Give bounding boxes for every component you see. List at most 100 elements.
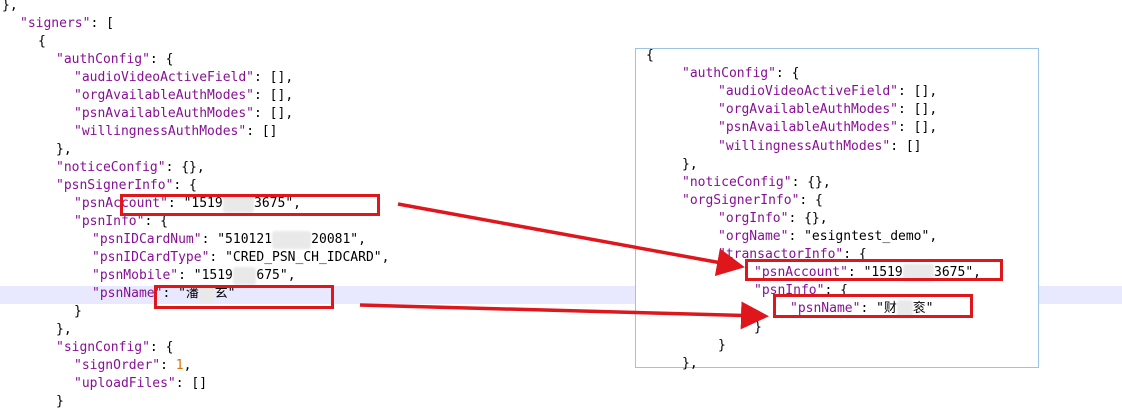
left-token: "CRED_PSN_CH_IDCARD"	[225, 250, 382, 265]
right-token: }	[718, 337, 726, 353]
left-line: "noticeConfig": {},	[56, 159, 205, 177]
left-line: "signers": [	[20, 15, 114, 33]
left-token: "signOrder"	[74, 358, 161, 373]
left-line: },	[56, 141, 72, 159]
right-line: {	[646, 47, 654, 65]
left-token: : [],	[254, 70, 294, 85]
left-token: 3675"	[254, 196, 294, 211]
left-token: "psnMobile"	[92, 268, 179, 283]
right-token: 衮"	[912, 301, 934, 317]
right-token: "authConfig"	[682, 66, 776, 82]
left-token: },	[2, 0, 18, 13]
left-token: }	[74, 304, 82, 319]
right-token: },	[682, 355, 698, 371]
left-line: "psnAvailableAuthModes": [],	[74, 105, 293, 123]
left-line: "uploadFiles": []	[74, 375, 207, 393]
left-token: },	[56, 322, 72, 337]
left-token: :	[167, 196, 184, 211]
left-token: "psnIDCardNum"	[92, 232, 202, 247]
left-token: "510121	[217, 232, 273, 247]
left-token: : {	[144, 214, 168, 229]
left-token: ,	[358, 232, 366, 247]
left-line: "psnInfo": {	[74, 213, 168, 231]
left-token: : []	[246, 124, 278, 139]
right-line: },	[682, 156, 698, 174]
right-line: },	[682, 355, 698, 373]
left-token: : {	[149, 52, 174, 67]
right-token: }	[754, 319, 762, 335]
right-token: "willingnessAuthModes"	[718, 138, 891, 154]
left-line: },	[56, 321, 72, 339]
left-token: "audioVideoActiveField"	[74, 70, 255, 85]
right-token: : {	[843, 247, 867, 263]
left-line: "authConfig": {	[56, 51, 173, 69]
left-token: "orgAvailableAuthModes"	[74, 88, 255, 103]
right-line: }	[718, 337, 726, 355]
right-line: "psnName": "财00衮"	[790, 300, 934, 319]
left-line: "orgAvailableAuthModes": [],	[74, 87, 293, 105]
left-token: :	[162, 286, 179, 301]
right-token: "noticeConfig"	[682, 174, 792, 190]
right-token: : [],	[898, 120, 938, 136]
left-token: },	[56, 142, 72, 157]
right-psnaccount-highlight-box	[745, 259, 1003, 281]
left-line: "signOrder": 1,	[74, 357, 191, 375]
right-token: : {},	[788, 210, 828, 226]
left-line: "signConfig": {	[56, 339, 173, 357]
left-token: 20081"	[311, 232, 359, 247]
right-token: : {	[824, 283, 848, 299]
left-token: "noticeConfig"	[56, 160, 166, 175]
left-line: },	[2, 0, 18, 15]
left-token: : []	[175, 376, 208, 391]
right-token: ,	[929, 229, 938, 244]
left-token: :	[178, 268, 194, 283]
right-line: "authConfig": {	[682, 65, 799, 83]
left-token: 玄"	[214, 286, 236, 301]
right-psnname-highlight-box	[773, 294, 973, 318]
left-token: : [],	[254, 106, 294, 121]
right-line: "willingnessAuthModes": []	[718, 138, 922, 156]
left-token: 0000	[222, 195, 255, 213]
left-token: :	[160, 358, 176, 373]
left-line: "psnIDCardType": "CRED_PSN_CH_IDCARD",	[92, 249, 389, 267]
right-line: "psnAccount": "151900003675",	[754, 264, 981, 283]
left-token: : {	[149, 340, 174, 355]
right-line: "orgName": "esigntest_demo",	[718, 228, 937, 246]
left-line: {	[38, 33, 46, 51]
right-token: : []	[890, 138, 922, 154]
right-token: : {	[799, 192, 823, 208]
right-token: ,	[973, 265, 981, 281]
right-token: "1519	[863, 265, 903, 281]
left-line: "psnIDCardNum": "5101210000020081",	[92, 231, 366, 249]
right-token: : [],	[898, 84, 938, 100]
right-token: 00	[896, 300, 913, 319]
right-token: "audioVideoActiveField"	[718, 84, 899, 100]
left-line: "willingnessAuthModes": []	[74, 123, 278, 141]
right-token: :	[788, 229, 805, 244]
left-token: ,	[293, 196, 301, 211]
right-token: "orgSignerInfo"	[682, 192, 800, 208]
left-token: : [],	[254, 88, 294, 103]
left-psnaccount-highlight-box	[120, 194, 380, 216]
right-token: :	[860, 301, 877, 317]
right-token: "esigntest_demo"	[804, 229, 930, 244]
comparison-json-panel: {"authConfig": {"audioVideoActiveField":…	[635, 47, 1039, 371]
right-token: :	[847, 265, 864, 281]
left-token: ,	[183, 358, 192, 373]
right-line: "noticeConfig": {},	[682, 174, 831, 192]
right-line: "transactorInfo": {	[718, 246, 867, 264]
left-token: ,	[381, 250, 390, 265]
left-token: : [	[90, 16, 114, 31]
left-token: :	[209, 250, 226, 265]
left-token: {	[38, 34, 46, 49]
left-token: "psnSignerInfo"	[56, 178, 174, 193]
right-token: : [],	[898, 102, 938, 118]
left-token: "psnInfo"	[74, 214, 145, 229]
left-token: "psnIDCardType"	[92, 250, 210, 265]
left-token: "1519	[193, 268, 233, 283]
left-token: : {	[173, 178, 197, 193]
right-token: "财	[876, 301, 897, 317]
right-token: 3675"	[934, 265, 974, 281]
right-token: 0000	[902, 264, 935, 283]
